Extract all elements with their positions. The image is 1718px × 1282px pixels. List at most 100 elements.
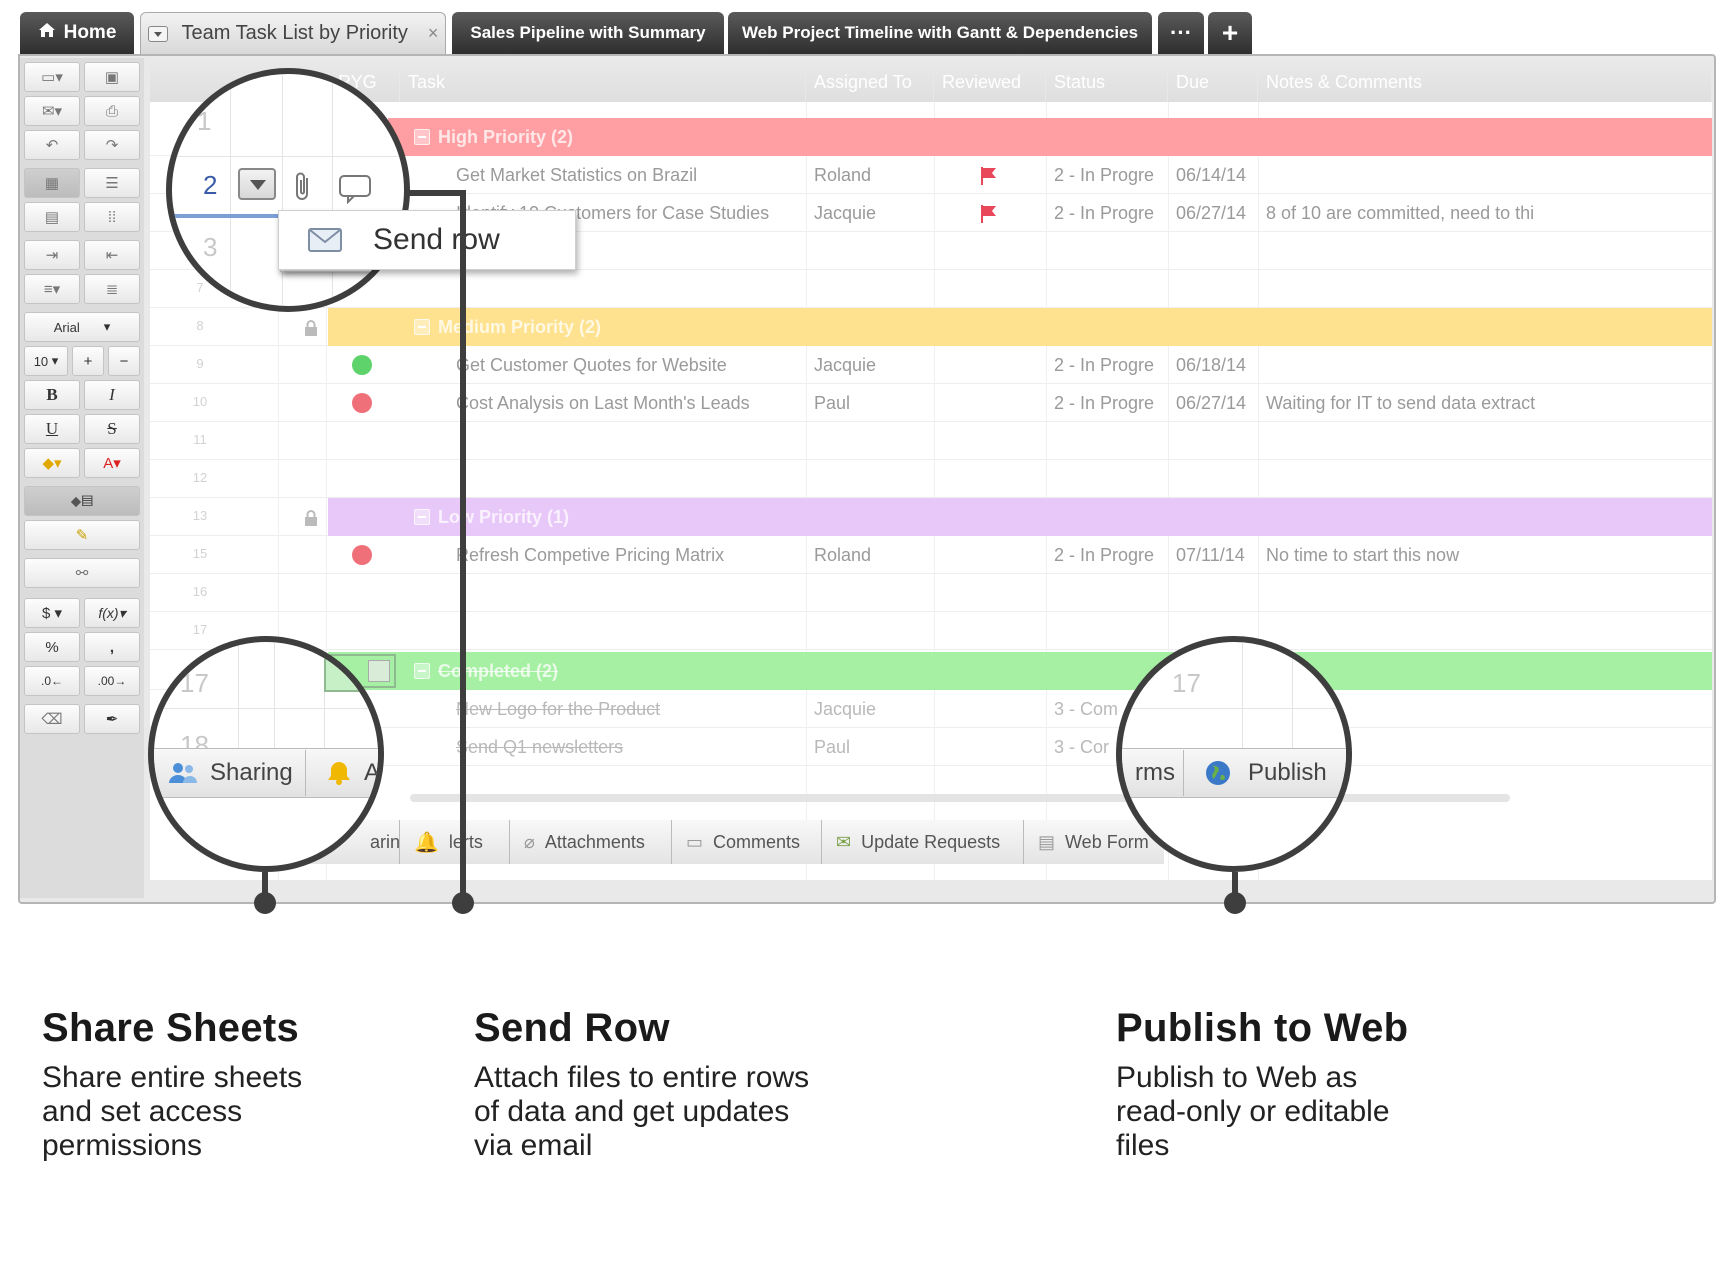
column-header-notes[interactable]: Notes & Comments (1258, 62, 1712, 102)
underline-button[interactable]: U (24, 414, 80, 444)
tab-team-task-list[interactable]: Team Task List by Priority × (140, 12, 446, 54)
status-cell[interactable]: 2 - In Progre (1054, 355, 1155, 375)
highlight-icon[interactable]: ✎ (24, 520, 140, 550)
tab-menu-dropdown[interactable] (147, 25, 168, 42)
task-cell[interactable]: New Logo for the Product (456, 699, 661, 719)
task-cell[interactable]: Refresh Competive Pricing Matrix (456, 545, 725, 565)
comment-icon[interactable] (338, 174, 372, 204)
column-header-due[interactable]: Due (1168, 62, 1258, 102)
decrease-decimal-icon[interactable]: .0← (24, 666, 80, 696)
group-row-completed[interactable]: Completed (2) (150, 652, 1712, 690)
group-row-high-priority[interactable]: High Priority (2) (150, 118, 1712, 156)
task-cell[interactable]: Cost Analysis on Last Month's Leads (456, 393, 750, 413)
table-row[interactable]: Get Market Statistics on Brazil Roland 2… (150, 156, 1712, 194)
table-row[interactable]: 17 (150, 612, 1712, 650)
align-icon[interactable]: ≡▾ (24, 274, 80, 304)
indent-icon[interactable]: ⇥ (24, 240, 80, 270)
mail-icon[interactable]: ✉▾ (24, 96, 80, 126)
decrease-font-button[interactable]: − (108, 346, 140, 376)
table-row[interactable]: New Logo for the Product Jacquie 3 - Com (150, 690, 1712, 728)
horizontal-scrollbar[interactable] (410, 794, 1510, 802)
status-red-dot[interactable] (352, 545, 372, 565)
table-row[interactable]: 7 (150, 270, 1712, 308)
clear-format-icon[interactable]: ⌫ (24, 704, 80, 734)
status-cell[interactable]: 2 - In Progre (1054, 165, 1155, 185)
table-row[interactable] (150, 232, 1712, 270)
task-cell[interactable]: Send Q1 newsletters (456, 737, 624, 757)
web-forms-button[interactable]: rms (1122, 750, 1184, 796)
due-cell[interactable]: 06/27/14 (1176, 393, 1247, 413)
undo-icon[interactable]: ↶ (24, 130, 80, 160)
flag-icon[interactable] (980, 166, 998, 186)
bold-button[interactable]: B (24, 380, 80, 410)
row-actions-dropdown[interactable] (238, 168, 276, 200)
due-cell[interactable]: 07/11/14 (1176, 545, 1245, 565)
collapse-icon[interactable] (414, 129, 430, 145)
italic-button[interactable]: I (84, 380, 140, 410)
table-row[interactable]: 9 Get Customer Quotes for Website Jacqui… (150, 346, 1712, 384)
outdent-icon[interactable]: ⇤ (84, 240, 140, 270)
redo-icon[interactable]: ↷ (84, 130, 140, 160)
assigned-cell[interactable]: Paul (814, 737, 851, 757)
font-family-select[interactable]: Arial▾ (24, 312, 140, 342)
tab-sales-pipeline[interactable]: Sales Pipeline with Summary (452, 12, 724, 54)
assigned-cell[interactable]: Roland (814, 165, 872, 185)
collapse-icon[interactable] (414, 663, 430, 679)
status-red-dot[interactable] (352, 393, 372, 413)
column-header-reviewed[interactable]: Reviewed (934, 62, 1046, 102)
format-painter-icon[interactable]: ✒ (84, 704, 140, 734)
assigned-cell[interactable]: Paul (814, 393, 851, 413)
assigned-cell[interactable]: Roland (814, 545, 872, 565)
collapse-icon[interactable] (414, 319, 430, 335)
collapse-icon[interactable] (414, 509, 430, 525)
assigned-cell[interactable]: Jacquie (814, 355, 877, 375)
notes-cell[interactable]: 8 of 10 are committed, need to thi (1266, 203, 1535, 223)
column-header-status[interactable]: Status (1046, 62, 1168, 102)
task-cell[interactable]: Get Customer Quotes for Website (456, 355, 727, 375)
increase-font-button[interactable]: + (72, 346, 104, 376)
percent-button[interactable]: % (24, 632, 80, 662)
group-row-medium-priority[interactable]: 8 Medium Priority (2) (150, 308, 1712, 346)
conditional-format-icon[interactable]: ⬥▤ (24, 486, 140, 516)
new-icon[interactable]: ▭▾ (24, 62, 80, 92)
assigned-cell[interactable]: Jacquie (814, 203, 877, 223)
flag-icon[interactable] (980, 204, 998, 224)
strikethrough-button[interactable]: S (84, 414, 140, 444)
column-header-task[interactable]: Task (400, 62, 806, 102)
close-tab-icon[interactable]: × (427, 23, 439, 43)
send-row-menu-item[interactable]: Send row (278, 210, 576, 270)
print-icon[interactable]: ⎙ (84, 96, 140, 126)
add-tab-button[interactable]: + (1208, 12, 1252, 54)
table-row[interactable]: 11 (150, 422, 1712, 460)
font-size-select[interactable]: 10 ▾ (24, 346, 68, 376)
text-color-icon[interactable]: A▾ (84, 448, 140, 478)
comments-button[interactable]: ▭ Comments (672, 820, 822, 864)
table-row[interactable]: Identify 10 Customers for Case Studies J… (150, 194, 1712, 232)
publish-button[interactable]: Publish (1186, 750, 1346, 796)
table-row[interactable]: 16 (150, 574, 1712, 612)
due-cell[interactable]: 06/14/14 (1176, 165, 1247, 185)
calendar-view-icon[interactable]: ▤ (24, 202, 80, 232)
group-row-low-priority[interactable]: 13 Low Priority (1) (150, 498, 1712, 536)
formula-button[interactable]: f(x)▾ (84, 598, 140, 628)
increase-decimal-icon[interactable]: .00→ (84, 666, 140, 696)
alerts-button[interactable]: A (310, 750, 378, 796)
table-row[interactable]: 15 Refresh Competive Pricing Matrix Rola… (150, 536, 1712, 574)
thousands-separator-button[interactable]: , (84, 632, 140, 662)
wrap-text-icon[interactable]: ≣ (84, 274, 140, 304)
status-cell[interactable]: 2 - In Progre (1054, 545, 1155, 565)
status-green-dot[interactable] (352, 355, 372, 375)
sharing-button[interactable]: Sharing (154, 750, 306, 796)
column-header-assigned-to[interactable]: Assigned To (806, 62, 934, 102)
card-view-icon[interactable]: ⁞⁞ (84, 202, 140, 232)
gantt-view-icon[interactable]: ☰ (84, 168, 140, 198)
due-cell[interactable]: 06/27/14 (1176, 203, 1247, 223)
currency-button[interactable]: $ ▾ (24, 598, 80, 628)
more-tabs-button[interactable]: ··· (1158, 12, 1204, 54)
home-tab[interactable]: Home (20, 12, 134, 54)
alerts-button[interactable]: 🔔 lerts (400, 820, 510, 864)
notes-cell[interactable]: Waiting for IT to send data extract (1266, 393, 1536, 413)
task-cell[interactable]: Get Market Statistics on Brazil (456, 165, 698, 185)
status-cell[interactable]: 3 - Com (1054, 699, 1119, 719)
hyperlink-icon[interactable]: ⚯ (24, 558, 140, 588)
